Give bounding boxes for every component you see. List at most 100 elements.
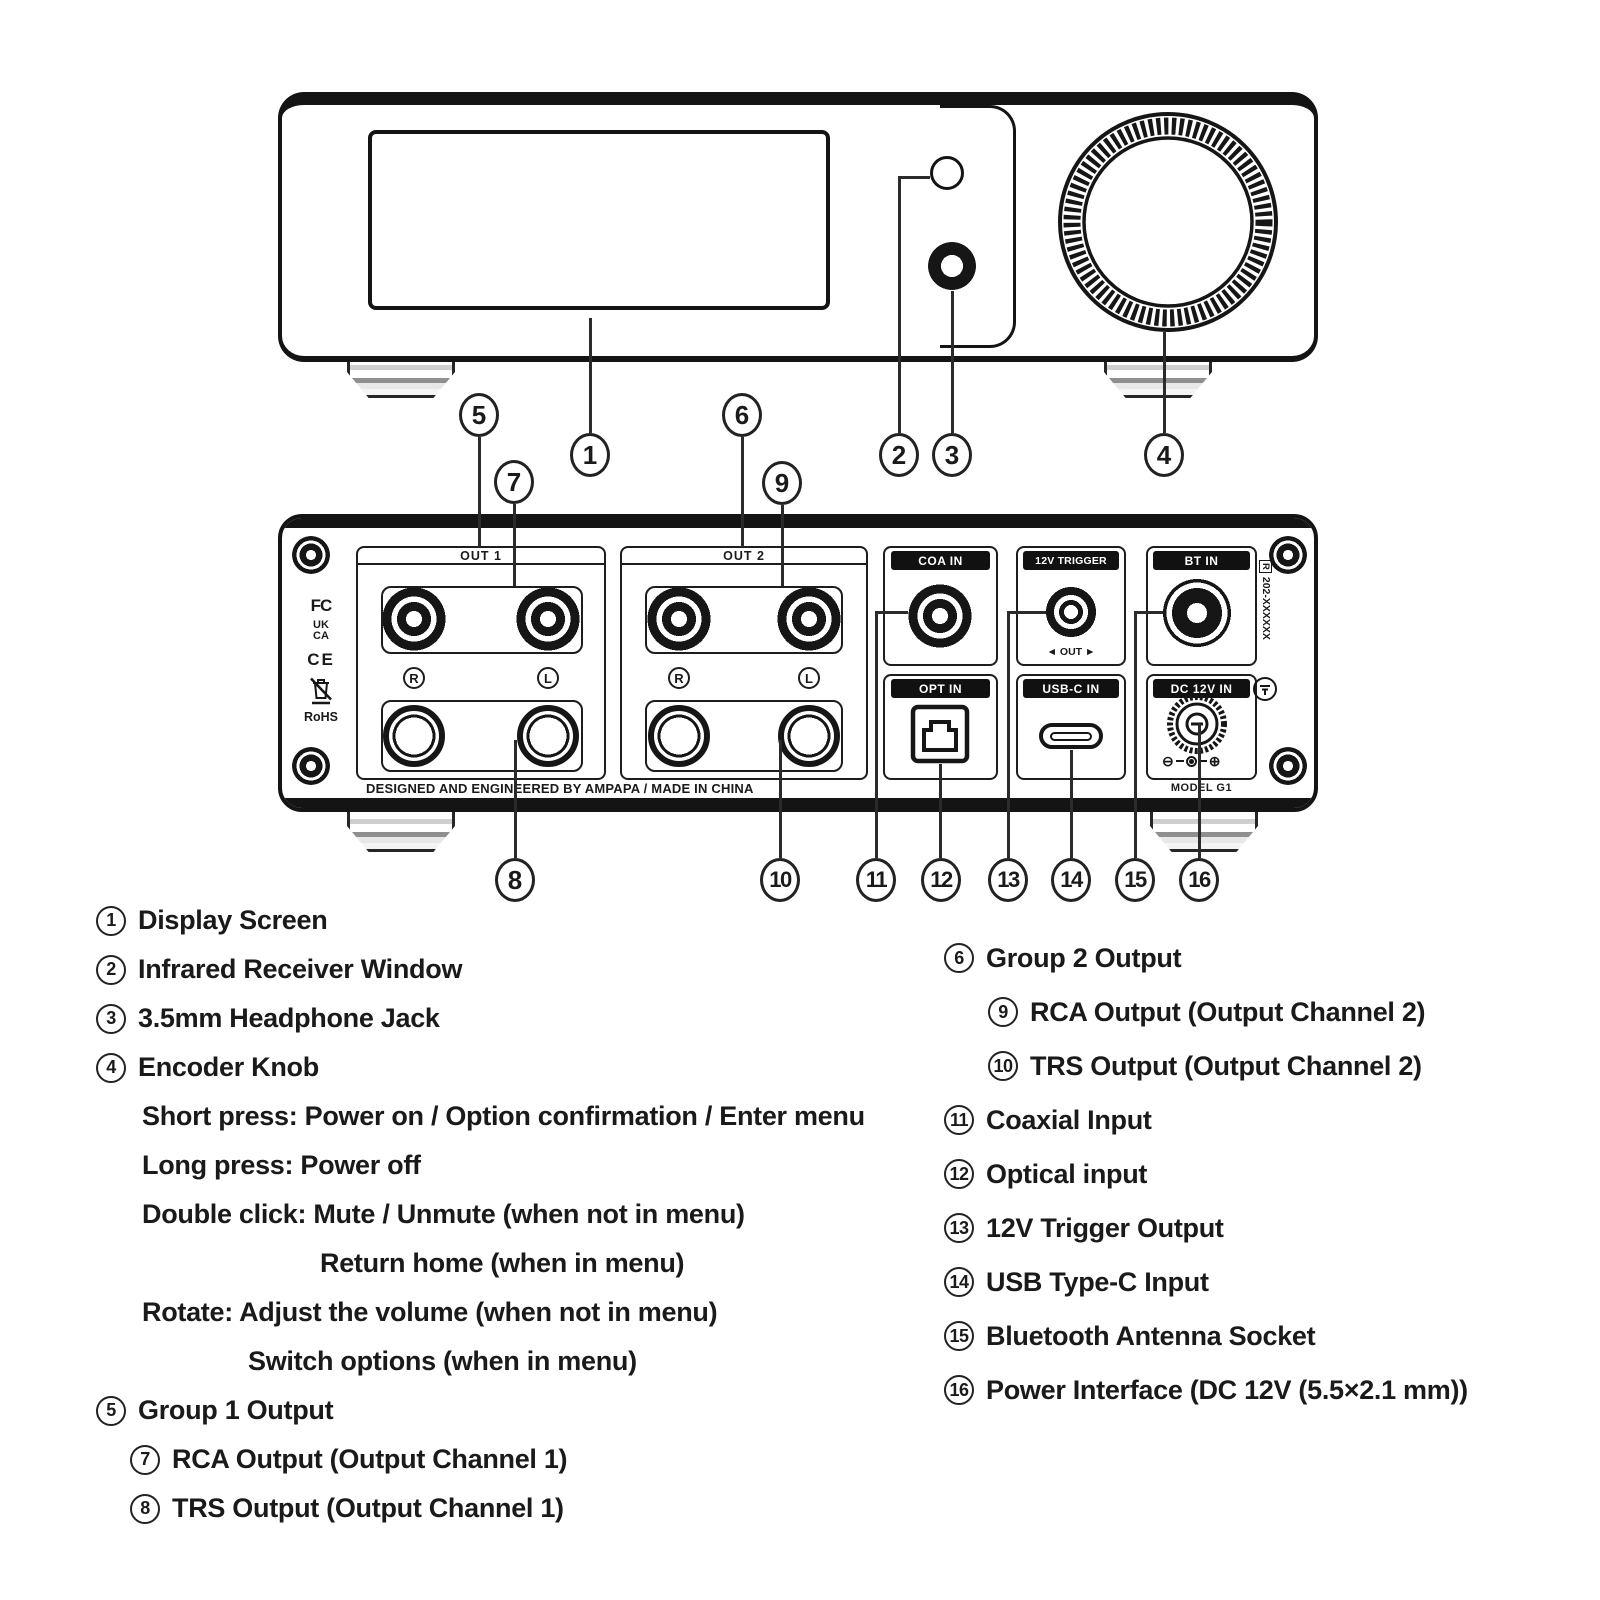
coaxial-input-label: COA IN (890, 551, 991, 570)
polarity-line (1198, 759, 1207, 763)
leader-line-4 (1163, 332, 1166, 433)
dc-jack-icon (1167, 694, 1227, 754)
channel-l-label: L (798, 667, 820, 689)
dc-power-input-box: DC 12V IN (1146, 674, 1257, 780)
callout-7-number: 7 (506, 466, 522, 497)
legend-left-column: 1 Display Screen 2 Infrared Receiver Win… (96, 896, 926, 1533)
radio-r-mark: R (1259, 560, 1273, 573)
legend-item-group2-output: 6 Group 2 Output (944, 931, 1584, 985)
front-foot-left (347, 356, 455, 398)
callout-7: 7 (494, 460, 534, 504)
optical-port-icon (910, 704, 970, 764)
legend-text: Rotate: Adjust the volume (when not in m… (142, 1297, 718, 1327)
optical-input-box: OPT IN (883, 674, 998, 780)
legend-number: 6 (944, 943, 974, 973)
leader-line-6 (741, 437, 744, 547)
leader-line-16 (1198, 724, 1201, 858)
legend-item-infrared-receiver: 2 Infrared Receiver Window (96, 945, 926, 994)
callout-6: 6 (722, 393, 762, 437)
legend-item-return-home: Return home (when in menu) (96, 1239, 926, 1288)
ukca-bottom: CA (313, 630, 329, 642)
trigger-output-label: 12V TRIGGER (1023, 551, 1119, 570)
legend-text: 12V Trigger Output (986, 1212, 1224, 1243)
out1-trs-pair-box (381, 700, 583, 772)
ukca-mark-icon: UK CA (298, 620, 344, 642)
callout-10-number: 10 (769, 867, 792, 892)
legend-text: Long press: Power off (142, 1150, 421, 1180)
corner-screw-icon (292, 747, 330, 785)
callout-15-number: 15 (1124, 867, 1147, 892)
legend-number: 4 (96, 1052, 126, 1083)
legend-text: Double click: Mute / Unmute (when not in… (142, 1199, 745, 1229)
leader-line-2 (898, 176, 901, 433)
out1-label: OUT 1 (358, 548, 604, 565)
legend-text: Short press: Power on / Option confirmat… (142, 1101, 865, 1131)
legend-item-trs-output-2: 10 TRS Output (Output Channel 2) (944, 1039, 1584, 1093)
legend-number: 16 (944, 1375, 974, 1405)
callout-14: 14 (1051, 858, 1091, 902)
coaxial-jack-icon (908, 584, 972, 648)
polarity-plus: ⊕ (1208, 753, 1221, 769)
legend-number: 14 (944, 1267, 974, 1297)
leader-line-15b (1134, 611, 1163, 614)
legend-text: 3.5mm Headphone Jack (138, 1003, 440, 1033)
callout-14-number: 14 (1060, 867, 1083, 892)
legend-item-bluetooth-antenna: 15 Bluetooth Antenna Socket (944, 1309, 1584, 1363)
out2-trs-pair-box (645, 700, 843, 772)
front-faceplate-edge (940, 105, 1016, 348)
dc-power-input-label: DC 12V IN (1153, 679, 1250, 698)
dc-polarity-icon: ⊖ ⊕ (1162, 754, 1220, 768)
bluetooth-antenna-socket-icon (1162, 578, 1232, 648)
callout-11: 11 (856, 858, 896, 902)
callout-5-number: 5 (471, 399, 487, 430)
optical-input-label: OPT IN (890, 679, 991, 698)
trigger-jack-icon (1045, 586, 1097, 638)
callout-1: 1 (570, 433, 610, 477)
callout-12: 12 (921, 858, 961, 902)
front-foot-right (1104, 356, 1212, 398)
leader-line-1 (589, 318, 592, 433)
leader-line-13b (1007, 611, 1046, 614)
leader-line-13 (1007, 612, 1010, 858)
trs-jack-out1-l-icon (517, 705, 579, 767)
legend-item-switch-options: Switch options (when in menu) (96, 1337, 926, 1386)
corner-screw-icon (292, 536, 330, 574)
rear-foot-right (1150, 810, 1258, 852)
callout-9-number: 9 (774, 467, 790, 498)
legend-item-short-press: Short press: Power on / Option confirmat… (96, 1092, 926, 1141)
leader-line-11b (875, 611, 908, 614)
leader-line-3 (951, 291, 954, 433)
legend-item-group1-output: 5 Group 1 Output (96, 1386, 926, 1435)
ukca-top: UK (313, 619, 329, 631)
callout-8-number: 8 (507, 864, 523, 895)
callout-2-number: 2 (891, 439, 907, 470)
callout-15: 15 (1115, 858, 1155, 902)
rca-jack-out2-l-icon (777, 587, 841, 651)
leader-line-2b (898, 176, 930, 179)
legend-text: RCA Output (Output Channel 1) (172, 1444, 568, 1474)
trs-jack-out2-l-icon (778, 705, 840, 767)
callout-13: 13 (988, 858, 1028, 902)
legend-item-double-click: Double click: Mute / Unmute (when not in… (96, 1190, 926, 1239)
callout-2: 2 (879, 433, 919, 477)
legend-item-power-interface: 16 Power Interface (DC 12V (5.5×2.1 mm)) (944, 1363, 1584, 1417)
channel-r-label: R (668, 667, 690, 689)
legend-number: 5 (96, 1395, 126, 1426)
callout-1-number: 1 (582, 439, 598, 470)
leader-line-10 (779, 740, 782, 858)
leader-line-11 (875, 612, 878, 858)
callout-6-number: 6 (734, 399, 750, 430)
leader-line-15 (1134, 612, 1137, 858)
legend-number: 12 (944, 1159, 974, 1189)
display-screen (368, 130, 830, 310)
callout-5: 5 (459, 393, 499, 437)
infrared-receiver-window-icon (930, 156, 964, 190)
rca-jack-out2-r-icon (647, 587, 711, 651)
legend-number: 15 (944, 1321, 974, 1351)
legend-text: Infrared Receiver Window (138, 954, 463, 984)
legend-number: 11 (944, 1105, 974, 1135)
headphone-jack-icon (928, 242, 976, 290)
legend-text: TRS Output (Output Channel 1) (172, 1493, 564, 1523)
model-label: MODEL G1 (1170, 782, 1233, 794)
legend-number: 2 (96, 954, 126, 985)
